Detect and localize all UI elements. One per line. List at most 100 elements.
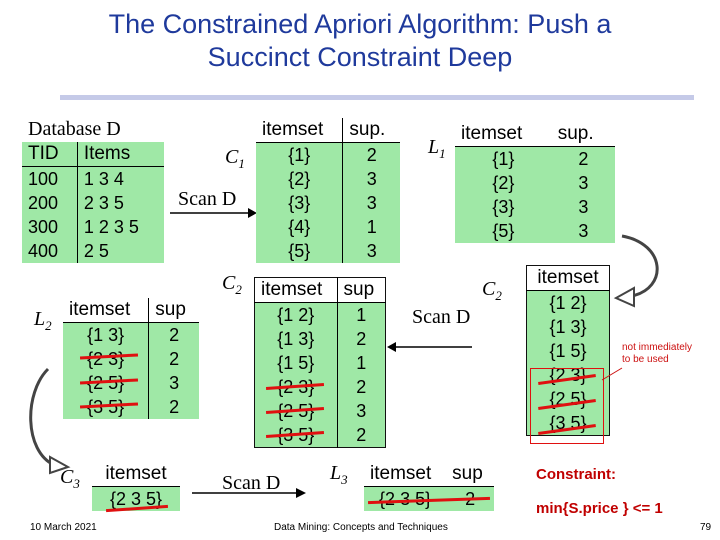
c1-label: C1 (225, 146, 245, 172)
support-cell: 3 (366, 193, 377, 213)
l2-label: L2 (34, 308, 52, 334)
title-line-2: Succinct Constraint Deep (207, 42, 513, 72)
itemset-cell: {2 3} (63, 347, 150, 371)
support-cell: 3 (578, 173, 589, 193)
arrow-right-icon (192, 488, 306, 498)
not-used-note: not immediately to be used (622, 342, 692, 366)
support-cell: 1 (356, 353, 367, 373)
db-tid: 200 (22, 191, 78, 215)
support-cell: 3 (578, 221, 589, 241)
support-cell: 3 (169, 373, 180, 393)
support-cell: 2 (169, 397, 180, 417)
scan-d-label-1: Scan D (178, 188, 237, 210)
support-cell: 1 (366, 217, 377, 237)
arrow-right-icon (170, 208, 257, 218)
table-row: {3 5} 2 (63, 395, 199, 419)
itemset-cell: {1 2} (254, 302, 338, 327)
c1-letter: C (225, 146, 239, 168)
c2-label-left: C2 (222, 272, 242, 298)
itemset-cell: {1 5} (254, 351, 338, 375)
table-row: {1 3} (527, 315, 610, 339)
support-cell: 3 (356, 401, 367, 421)
itemset-cell: {1 3} (549, 317, 587, 337)
table-row: {4} 1 (256, 215, 400, 239)
l1-header-itemset: itemset (455, 122, 552, 147)
database-label: Database D (28, 118, 121, 140)
db-tid: 300 (22, 215, 78, 239)
footer-title: Data Mining: Concepts and Techniques (274, 522, 448, 533)
l2-subscript: 2 (45, 318, 52, 333)
l2-letter: L (34, 308, 46, 330)
db-tid: 100 (22, 166, 78, 191)
table-row: {5}3 (256, 239, 400, 263)
c3-table: itemset {2 3 5} (92, 462, 180, 511)
db-items: 2 3 5 (83, 193, 124, 213)
itemset-cell: {3 5} (63, 395, 150, 419)
l3-header-itemset: itemset (364, 462, 447, 487)
itemset-cell: {1 5} (549, 341, 587, 361)
c1-header-sup: sup. (342, 118, 400, 143)
itemset-cell: {1 3} (254, 327, 338, 351)
support-cell: 2 (356, 425, 367, 445)
itemset-cell: {1} (256, 142, 344, 167)
itemset-cell: {1 3} (63, 322, 150, 347)
l1-letter: L (428, 136, 440, 158)
scan-d-label-2: Scan D (412, 306, 471, 328)
l3-header-sup: sup (446, 462, 494, 487)
arrow-left-icon (387, 342, 472, 352)
slide-title: The Constrained Apriori Algorithm: Push … (0, 8, 720, 74)
l3-label: L3 (330, 462, 348, 488)
c3-subscript: 3 (73, 476, 80, 491)
table-row: {1 3} 2 (254, 327, 386, 351)
table-row: {3}3 (256, 191, 400, 215)
l2-header-itemset: itemset (63, 298, 150, 323)
l1-label: L1 (428, 136, 446, 162)
support-cell: 2 (366, 145, 377, 165)
c1-header-itemset: itemset (256, 118, 344, 143)
c2-subscript: 2 (495, 288, 502, 303)
c3-label: C3 (60, 466, 80, 492)
db-header-items: Items (77, 142, 164, 167)
table-row: {1}2 (455, 147, 615, 172)
c3-letter: C (60, 466, 74, 488)
c2-label-right: C2 (482, 278, 502, 304)
db-items: 1 3 4 (83, 169, 124, 189)
c2-list-header: itemset (526, 265, 610, 291)
c2-header-sup: sup (337, 277, 386, 303)
c2-letter: C (482, 278, 496, 300)
table-row: {1 5} (527, 339, 610, 363)
table-row: {1 2} (527, 291, 610, 316)
table-row: {1 3}2 (63, 322, 199, 347)
support-cell: 3 (366, 169, 377, 189)
curved-arrow-icon (613, 234, 659, 308)
title-underline (60, 95, 694, 100)
l2-header-sup: sup (148, 298, 199, 323)
table-row: {1 2} 1 (254, 302, 386, 327)
db-items: 2 5 (83, 241, 109, 261)
db-header-tid: TID (22, 142, 78, 167)
support-cell: 3 (578, 197, 589, 217)
table-row: {3} 3 (455, 195, 615, 219)
itemset-cell: {5} (256, 239, 344, 263)
itemset-cell: {2 3 5} (109, 489, 163, 509)
support-cell: 1 (356, 305, 367, 325)
support-cell: 2 (356, 377, 367, 397)
itemset-cell: {2} (492, 173, 515, 193)
db-tid: 400 (22, 239, 78, 263)
c2-header-itemset: itemset (254, 277, 338, 303)
page-number: 79 (700, 522, 712, 533)
c2-subscript: 2 (235, 282, 242, 297)
itemset-cell: {3} (492, 197, 515, 217)
c3-header: itemset (92, 462, 180, 487)
support-cell: 2 (356, 329, 367, 349)
support-cell: 2 (169, 349, 180, 369)
pruned-highlight-box (530, 368, 604, 444)
constraint-label: Constraint: (536, 466, 616, 483)
l1-header-sup: sup. (551, 122, 615, 147)
itemset-cell: {4} (256, 215, 344, 239)
